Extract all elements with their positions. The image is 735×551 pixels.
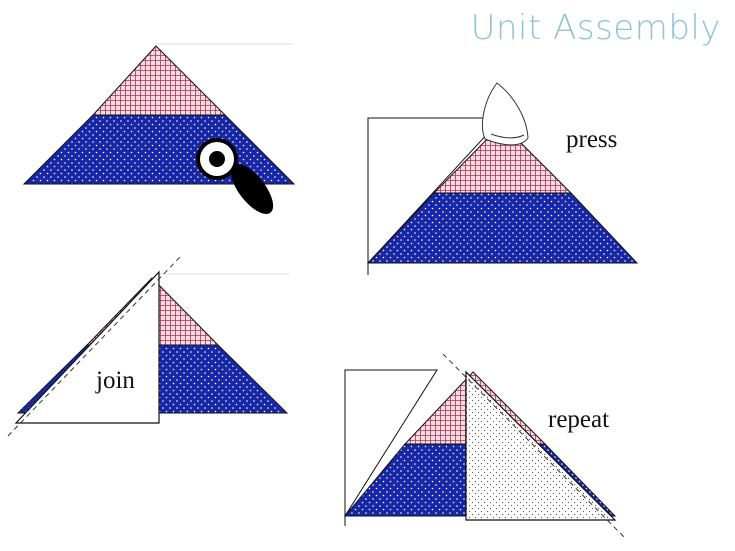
step-repeat-group: repeat: [343, 353, 627, 540]
white-square-front: [14, 270, 160, 424]
step-press-group: press: [366, 82, 639, 275]
white-square-back: [344, 369, 438, 518]
join-label: join: [95, 367, 135, 394]
pink-plaid-tip: [91, 45, 227, 116]
stitch-line: [7, 254, 183, 437]
stitch-line: [442, 353, 627, 540]
pink-plaid-tip: [432, 123, 573, 194]
step-join-group: join: [7, 254, 290, 437]
repeat-label: repeat: [548, 406, 609, 433]
press-label: press: [566, 126, 617, 153]
step-cut-group: [22, 43, 296, 214]
iron-icon: [482, 82, 529, 146]
page-title: Unit Assembly: [470, 8, 721, 48]
light-dot-square-front: [465, 370, 617, 521]
rotary-cutter-icon: [196, 138, 274, 214]
